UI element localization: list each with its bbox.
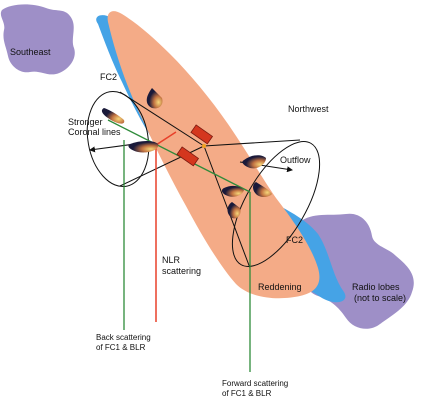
label-reddening: Reddening (258, 282, 302, 292)
label-radio-lobes: Radio lobes (352, 282, 400, 292)
label-nlr: NLR (162, 255, 181, 265)
nucleus-core (202, 144, 206, 148)
cloud-3 (128, 141, 159, 153)
cloud-7 (227, 202, 241, 219)
nucleus-block-lower (176, 146, 200, 167)
label-coronal-lines: Coronal lines (68, 127, 121, 137)
cloud-6 (253, 182, 272, 197)
radio-lobe-southeast (0, 4, 75, 75)
label-fc2-lower: FC2 (286, 235, 303, 245)
northwest-cone-end (231, 141, 321, 267)
cloud-4 (242, 155, 266, 169)
cloud-2 (101, 108, 125, 124)
radio-lobe-northwest (297, 213, 414, 329)
label-not-to-scale: (not to scale) (354, 293, 406, 303)
northwest-cone (203, 139, 301, 269)
reddening-region (107, 11, 320, 299)
label-back-scattering-sub: of FC1 & BLR (96, 343, 146, 352)
label-fc2-upper: FC2 (100, 72, 117, 82)
nucleus-block-upper (190, 124, 214, 145)
cloud-5 (221, 185, 244, 197)
label-outflow: Outflow (280, 155, 311, 165)
label-southeast: Southeast (10, 47, 51, 57)
label-stronger: Stronger (68, 117, 103, 127)
clouds (101, 88, 272, 219)
nlr-scattering-line (155, 131, 177, 322)
cloud-1 (146, 88, 163, 109)
label-northwest: Northwest (288, 104, 329, 114)
label-back-scattering: Back scattering (96, 333, 151, 342)
label-forward-scattering-sub: of FC1 & BLR (222, 389, 272, 398)
southeast-cone-end (86, 90, 150, 188)
label-scattering: scattering (162, 266, 201, 276)
label-forward-scattering: Forward scattering (222, 379, 288, 388)
